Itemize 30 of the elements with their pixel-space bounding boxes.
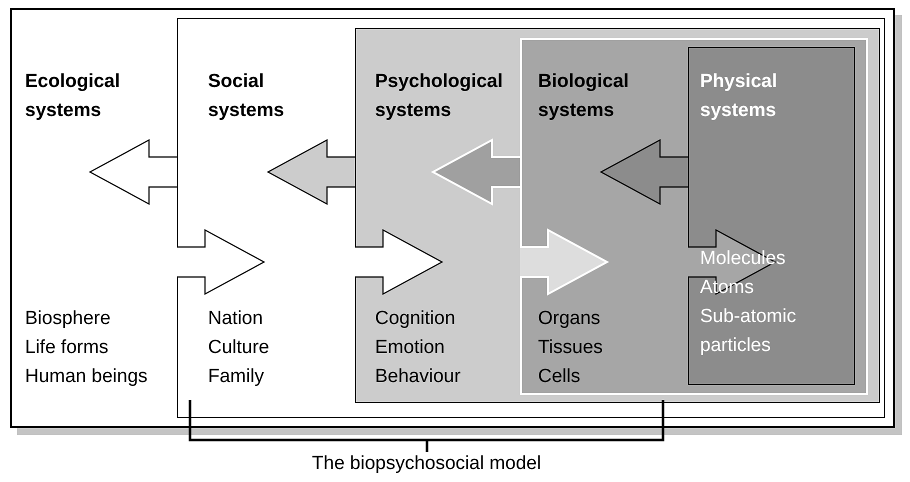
system-item: Family — [208, 365, 265, 389]
system-item: Cells — [538, 365, 582, 389]
system-box — [688, 47, 855, 385]
block-arrow — [88, 139, 178, 205]
system-box — [177, 18, 885, 418]
block-arrow — [266, 139, 356, 205]
system-item: Tissues — [538, 336, 604, 360]
bracket-label: The biopsychosocial model — [310, 452, 542, 476]
system-item: Organs — [538, 307, 602, 331]
block-arrow — [354, 229, 444, 295]
system-item: Biosphere — [25, 307, 112, 331]
system-heading: Physical systems — [700, 70, 778, 123]
block-arrow — [176, 229, 266, 295]
system-item: Human beings — [25, 365, 149, 389]
system-box — [520, 38, 868, 395]
system-item: Life forms — [25, 336, 110, 360]
system-item: Culture — [208, 336, 270, 360]
system-item: Emotion — [375, 336, 446, 360]
system-item: Nation — [208, 307, 264, 331]
system-box — [355, 28, 880, 403]
block-arrow — [600, 139, 689, 205]
system-heading: Psychological systems — [375, 70, 504, 123]
system-heading: Ecological systems — [25, 70, 122, 123]
block-arrow — [430, 138, 521, 206]
system-heading: Social systems — [208, 70, 286, 123]
system-item: Cognition — [375, 307, 456, 331]
block-arrow — [519, 228, 610, 296]
system-heading: Biological systems — [538, 70, 630, 123]
system-item: Sub-atomic particles — [700, 305, 798, 358]
system-item: Behaviour — [375, 365, 462, 389]
